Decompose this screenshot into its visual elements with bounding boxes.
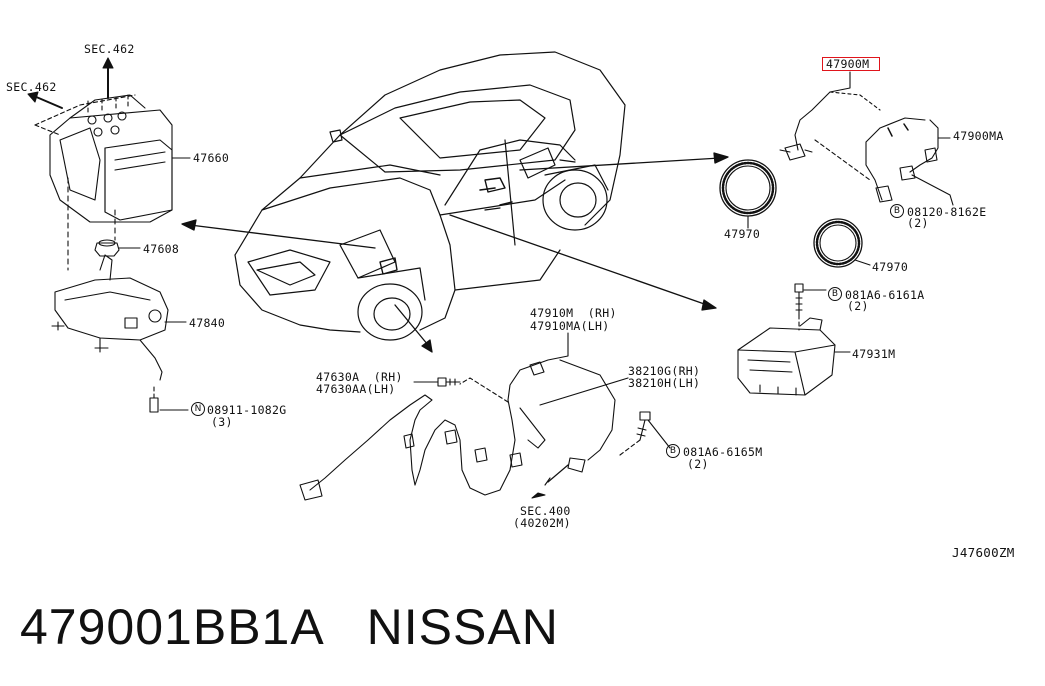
- part-47970-a-label: 47970: [724, 227, 761, 241]
- part-081a6-6165m-label: 081A6-6165M: [683, 445, 763, 459]
- part-081a6-6165m-qty: (2): [687, 457, 709, 471]
- marker-b-icon: B: [890, 204, 904, 218]
- module-47931m-drawing: [737, 317, 851, 396]
- part-08911-label: 08911-1082G: [207, 403, 287, 417]
- caption-brand: NISSAN: [366, 599, 559, 655]
- front-sensor-47910m-drawing: [299, 332, 616, 501]
- part-08120-qty: (2): [907, 216, 929, 230]
- part-47630a-label: 47630A (RH): [316, 370, 403, 384]
- sec462-arrows: [27, 57, 114, 109]
- part-47970-b-label: 47970: [872, 260, 909, 274]
- rear-sensor-47900ma-drawing: [814, 117, 954, 206]
- pointer-arrows: [181, 152, 729, 353]
- highlight-box: [822, 57, 880, 71]
- part-08911-qty: (3): [211, 415, 233, 429]
- part-47931m-label: 47931M: [852, 347, 896, 361]
- part-47630aa-label: 47630AA(LH): [316, 382, 396, 396]
- sec400-sub-label: (40202M): [513, 516, 571, 530]
- part-47840-label: 47840: [189, 316, 226, 330]
- part-38210h-label: 38210H(LH): [628, 376, 701, 390]
- bolt-081a6-6165m-drawing: [619, 411, 671, 456]
- part-47910ma-label: 47910MA(LH): [530, 319, 610, 333]
- rear-sensor-47900m-drawing: [779, 71, 881, 161]
- part-081a6-6161a-qty: (2): [847, 299, 869, 313]
- marker-n-icon: N: [191, 402, 205, 416]
- vehicle-drawing: [234, 51, 626, 341]
- caption-part-number: 479001BB1A: [20, 599, 322, 655]
- diagram-code: J47600ZM: [952, 545, 1015, 560]
- part-08120-label: 08120-8162E: [907, 205, 987, 219]
- part-47910m-label: 47910M (RH): [530, 306, 617, 320]
- part-47660-label: 47660: [193, 151, 230, 165]
- tone-ring-47970-a-drawing: [719, 159, 777, 226]
- grommet-47608-drawing: [94, 239, 141, 257]
- caption: 479001BB1A NISSAN: [20, 598, 559, 656]
- bolt-47630a-drawing: [413, 377, 461, 387]
- marker-b-icon: B: [828, 287, 842, 301]
- part-38210g-label: 38210G(RH): [628, 364, 701, 378]
- sec462-left-label: SEC.462: [6, 80, 57, 94]
- bolt-081a6-6161a-drawing: [794, 283, 827, 331]
- leader-38210: [539, 377, 629, 406]
- sec400-label: SEC.400: [520, 504, 571, 518]
- part-081a6-6161a-label: 081A6-6161A: [845, 288, 925, 302]
- tone-ring-47970-b-drawing: [813, 218, 871, 268]
- sec462-top-label: SEC.462: [84, 42, 135, 56]
- marker-b-icon: B: [666, 444, 680, 458]
- part-47608-label: 47608: [143, 242, 180, 256]
- part-47900ma-label: 47900MA: [953, 129, 1004, 143]
- abs-actuator-drawing: [34, 93, 173, 271]
- part-47900m-label: 47900M: [826, 57, 870, 71]
- bracket-47840-drawing: [51, 254, 189, 413]
